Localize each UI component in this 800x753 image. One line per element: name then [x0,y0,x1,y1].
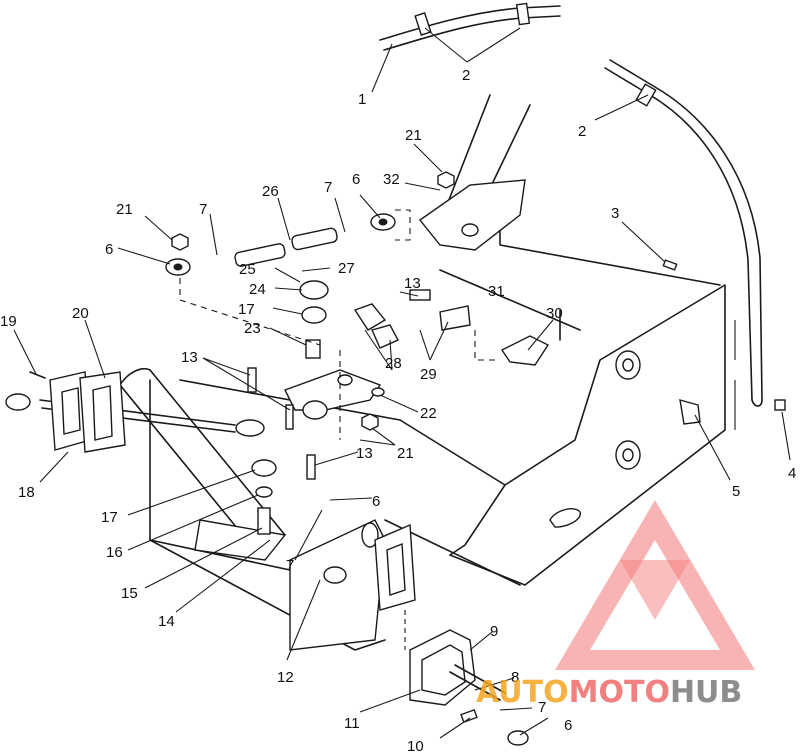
callout-6: 6 [372,493,380,510]
callout-6: 6 [564,717,572,734]
callout-13: 13 [404,275,421,292]
callout-3: 3 [611,205,619,222]
watermark-triangle-logo [555,500,755,670]
callout-5: 5 [732,483,740,500]
callout-30: 30 [546,305,563,322]
callout-20: 20 [72,305,89,322]
callout-7: 7 [324,179,332,196]
callout-21: 21 [405,127,422,144]
callout-4: 4 [788,465,796,482]
callout-19: 19 [0,313,17,330]
callout-7: 7 [199,201,207,218]
right-tube [604,59,763,407]
callout-1: 1 [358,91,366,108]
callout-31: 31 [488,283,505,300]
callout-8: 8 [511,669,519,686]
callout-18: 18 [18,484,35,501]
callout-labels: 1 2 2 3 4 5 6 6 6 6 7 7 7 7 8 9 10 11 12… [0,67,796,753]
callout-24: 24 [249,281,266,298]
callout-21: 21 [397,445,414,462]
callout-17: 17 [101,509,118,526]
callout-13: 13 [356,445,373,462]
lower-bracket-assembly [289,519,529,746]
callout-29: 29 [420,366,437,383]
callout-25: 25 [239,261,256,278]
callout-2: 2 [462,67,470,84]
callout-17: 17 [238,301,255,318]
callout-14: 14 [158,613,175,630]
callout-16: 16 [106,544,123,561]
callout-7: 7 [538,699,546,716]
upper-tube-assembly [379,2,561,51]
callout-6: 6 [352,171,360,188]
callout-11: 11 [344,715,360,732]
callout-26: 26 [262,183,279,200]
leader-lines [13,27,791,739]
callout-13: 13 [181,349,198,366]
callout-9: 9 [490,623,498,640]
callout-12: 12 [277,669,294,686]
callout-7: 7 [286,557,294,574]
callout-2: 2 [578,123,586,140]
callout-21: 21 [116,201,133,218]
callout-15: 15 [121,585,138,602]
watermark-text-auto: AUTOMOTOHUB [476,675,742,710]
upper-column [418,94,531,251]
callout-10: 10 [407,738,424,753]
callout-32: 32 [383,171,400,188]
callout-23: 23 [244,320,261,337]
automotohub-watermark: AUTOMOTOHUB [476,500,755,710]
linkage-parts [5,171,786,535]
construction-lines [179,209,500,440]
callout-6: 6 [105,241,113,258]
callout-28: 28 [385,355,402,372]
callout-27: 27 [338,260,355,277]
callout-22: 22 [420,405,437,422]
